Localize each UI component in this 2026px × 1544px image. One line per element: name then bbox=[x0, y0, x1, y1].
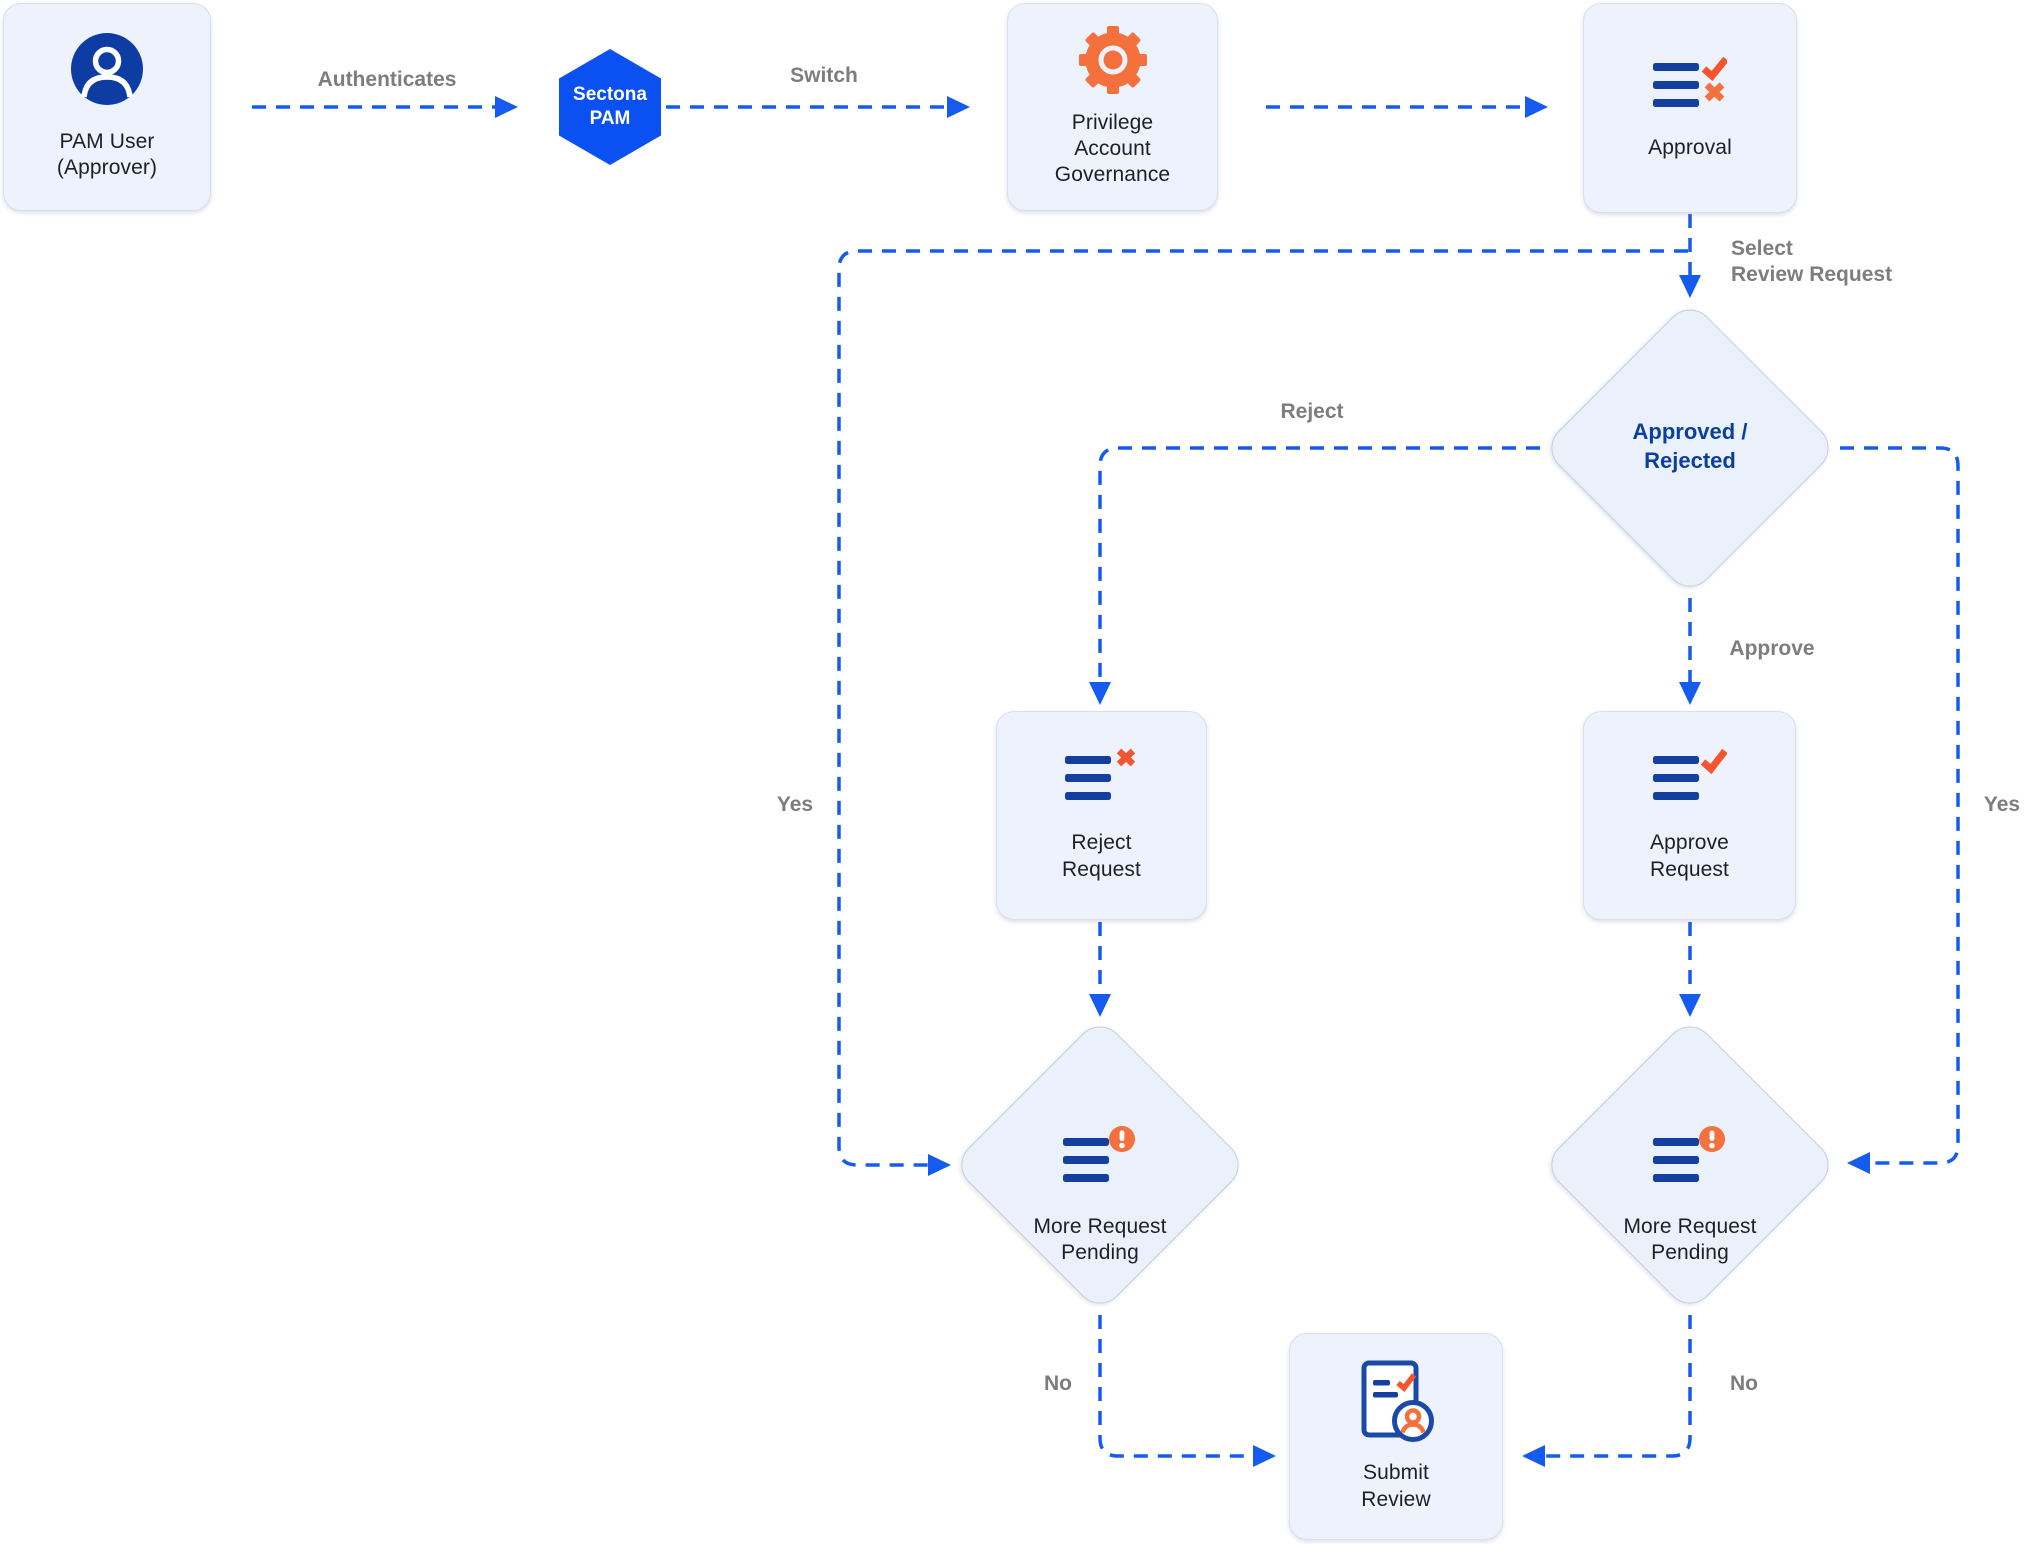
list-check-x-icon bbox=[1653, 56, 1727, 107]
node-approval: Approval bbox=[1583, 3, 1797, 213]
edge-yes-right bbox=[1840, 446, 1960, 1165]
node-label-sectona-pam: Sectona PAM bbox=[573, 84, 647, 129]
node-label-approval: Approval bbox=[1648, 135, 1732, 159]
arrowhead-select-review bbox=[1679, 275, 1701, 298]
arrowhead-no-right bbox=[1522, 1445, 1545, 1467]
edge-no-left bbox=[1098, 1315, 1256, 1458]
edge-label-yes-right: Yes bbox=[1983, 792, 2021, 816]
arrowhead-authenticates bbox=[495, 96, 518, 118]
arrowhead-approve-pending bbox=[1679, 994, 1701, 1017]
edge-label-yes-left: Yes bbox=[776, 792, 814, 816]
edge-reject bbox=[1098, 446, 1540, 686]
document-review-icon bbox=[1361, 1360, 1434, 1443]
node-label-reject-request: Reject Request bbox=[1062, 831, 1141, 881]
more-request-pending-left-content: More Request Pending bbox=[990, 1126, 1210, 1266]
arrowhead-reject-pending bbox=[1089, 994, 1111, 1017]
arrowhead-approve bbox=[1679, 682, 1701, 705]
edge-no-right bbox=[1543, 1315, 1692, 1458]
arrowhead-reject bbox=[1089, 682, 1111, 705]
node-label-more-request-pending-left: More Request Pending bbox=[1033, 1215, 1167, 1265]
arrowhead-pag-approval bbox=[1525, 96, 1548, 118]
node-privilege-account-governance: Privilege Account Governance bbox=[1007, 3, 1218, 211]
arrowheads bbox=[495, 96, 1870, 1467]
node-reject-request: Reject Request bbox=[996, 711, 1207, 920]
node-approve-request: Approve Request bbox=[1583, 711, 1796, 920]
list-x-icon bbox=[1064, 749, 1135, 801]
node-label-privilege-account-governance: Privilege Account Governance bbox=[1054, 110, 1171, 187]
edge-label-no-right: No bbox=[1730, 1371, 1758, 1395]
edge-label-approve: Approve bbox=[1729, 636, 1815, 660]
edge-label-switch: Switch bbox=[790, 63, 858, 87]
list-check-icon bbox=[1652, 749, 1727, 801]
list-alert-icon bbox=[1653, 1126, 1725, 1182]
edge-label-authenticates: Authenticates bbox=[317, 67, 457, 91]
node-label-more-request-pending-right: More Request Pending bbox=[1623, 1215, 1757, 1265]
node-sectona-pam: Sectona PAM bbox=[558, 48, 662, 166]
node-label-submit-review: Submit Review bbox=[1361, 1461, 1431, 1511]
list-alert-icon bbox=[1063, 1126, 1135, 1182]
arrowhead-yes-right bbox=[1847, 1152, 1870, 1174]
more-request-pending-right-content: More Request Pending bbox=[1580, 1126, 1800, 1266]
edge-yes-left bbox=[837, 249, 1688, 1167]
edge-label-no-left: No bbox=[1044, 1371, 1072, 1395]
node-label-approve-request: Approve Request bbox=[1650, 831, 1729, 881]
node-submit-review: Submit Review bbox=[1289, 1333, 1503, 1540]
edge-label-select-review-request: Select Review Request bbox=[1731, 237, 1893, 287]
node-pam-user: PAM User (Approver) bbox=[3, 3, 211, 211]
edge-label-reject: Reject bbox=[1280, 399, 1344, 423]
arrowhead-yes-left bbox=[928, 1154, 951, 1176]
approved-rejected-content: Approved / Rejected bbox=[1580, 418, 1800, 475]
hexagon-icon bbox=[559, 49, 661, 165]
arrowhead-switch bbox=[947, 96, 970, 118]
node-label-approved-rejected: Approved / Rejected bbox=[1632, 419, 1748, 473]
user-icon bbox=[71, 32, 143, 105]
arrowhead-no-left bbox=[1253, 1445, 1276, 1467]
gear-icon bbox=[1078, 25, 1147, 94]
node-label-pam-user: PAM User (Approver) bbox=[56, 129, 158, 179]
